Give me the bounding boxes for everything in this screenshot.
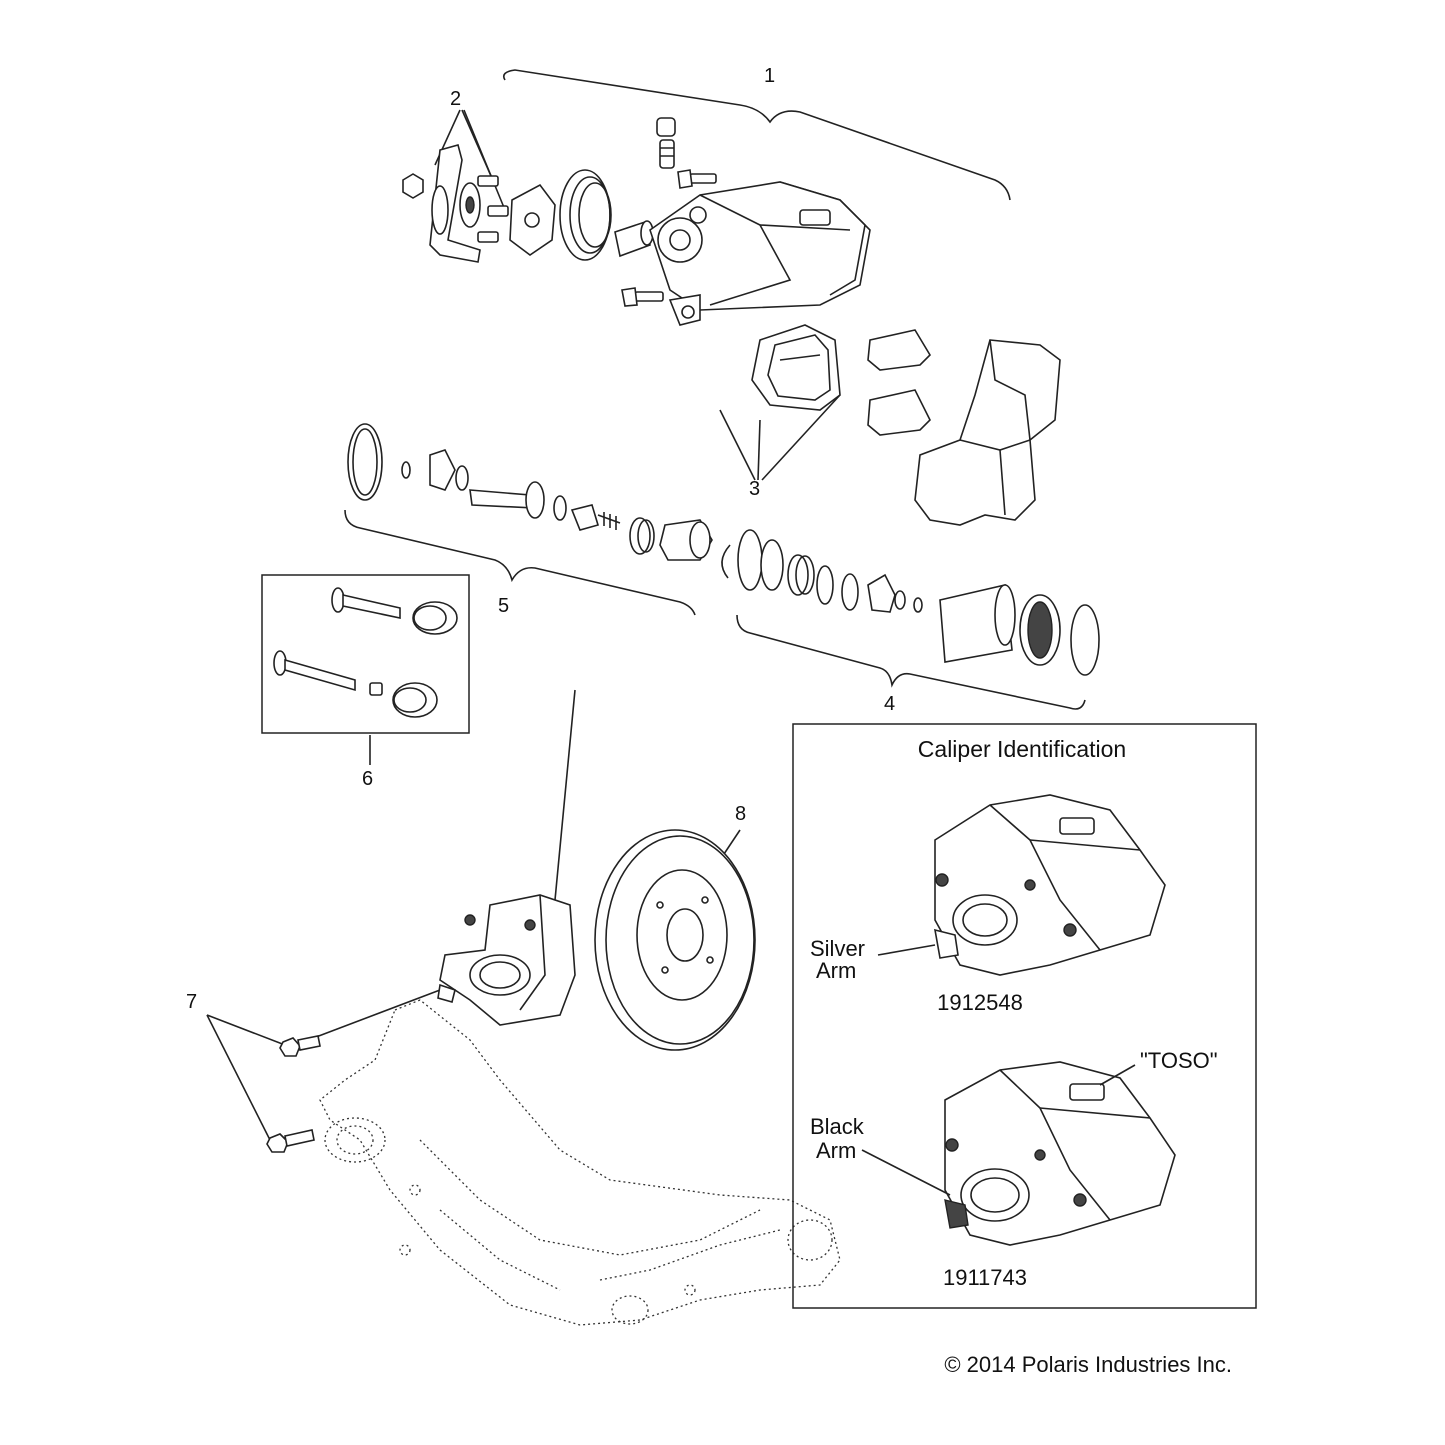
black-arm-label-line2: Arm: [816, 1138, 856, 1163]
callout-1: 1: [764, 65, 775, 87]
silver-arm-leader: [877, 944, 936, 956]
caliper-bolts: [621, 169, 717, 307]
part-7-bolts: [266, 1035, 321, 1153]
assembled-caliper: [437, 894, 576, 1026]
callout-6: 6: [362, 768, 373, 790]
part-6-box: [261, 574, 470, 734]
callout-7: 7: [186, 991, 197, 1013]
pad-clips: [867, 329, 932, 436]
part-5-adjuster-assembly: [347, 423, 713, 561]
caliper-1912548-drawing: [933, 794, 1166, 976]
caliper-1911743-drawing: [944, 1061, 1176, 1246]
copyright-notice: © 2014 Polaris Industries Inc.: [944, 1352, 1232, 1377]
part-8-brake-rotor: [594, 829, 756, 1051]
toso-label: "TOSO": [1140, 1048, 1218, 1073]
caliper-identification-box: [792, 723, 1257, 1309]
toso-leader: [1099, 1064, 1136, 1086]
black-arm-leader: [861, 1149, 951, 1196]
silver-arm-label-line2: Arm: [816, 958, 856, 983]
callout-4: 4: [884, 693, 895, 715]
part-2-parking-arm: [402, 144, 556, 263]
sleeve: [614, 220, 654, 258]
callout-2: 2: [450, 88, 461, 110]
caliper-body: [649, 181, 871, 326]
callout-3: 3: [749, 478, 760, 500]
black-arm-label-line1: Black: [810, 1114, 865, 1139]
bracket-4: [736, 614, 1086, 710]
callout-8: 8: [735, 803, 746, 825]
part-number-1911743: 1911743: [943, 1265, 1027, 1290]
trailing-arm-dotted: [319, 999, 841, 1326]
bracket-1: [502, 69, 1011, 201]
callout-5: 5: [498, 595, 509, 617]
part-4-piston-assembly: [721, 529, 1100, 676]
part-6-slide-pins: [273, 587, 458, 718]
silver-arm-label-line1: Silver: [810, 936, 865, 961]
part-number-1912548: 1912548: [937, 990, 1023, 1015]
caliper-mounting-bracket: [914, 339, 1061, 526]
spring-coil: [559, 169, 612, 261]
caliper-identification-title: Caliper Identification: [918, 736, 1126, 762]
bleeder-screw: [656, 117, 676, 169]
bracket-5: [344, 509, 696, 616]
brake-pads: [751, 324, 841, 411]
